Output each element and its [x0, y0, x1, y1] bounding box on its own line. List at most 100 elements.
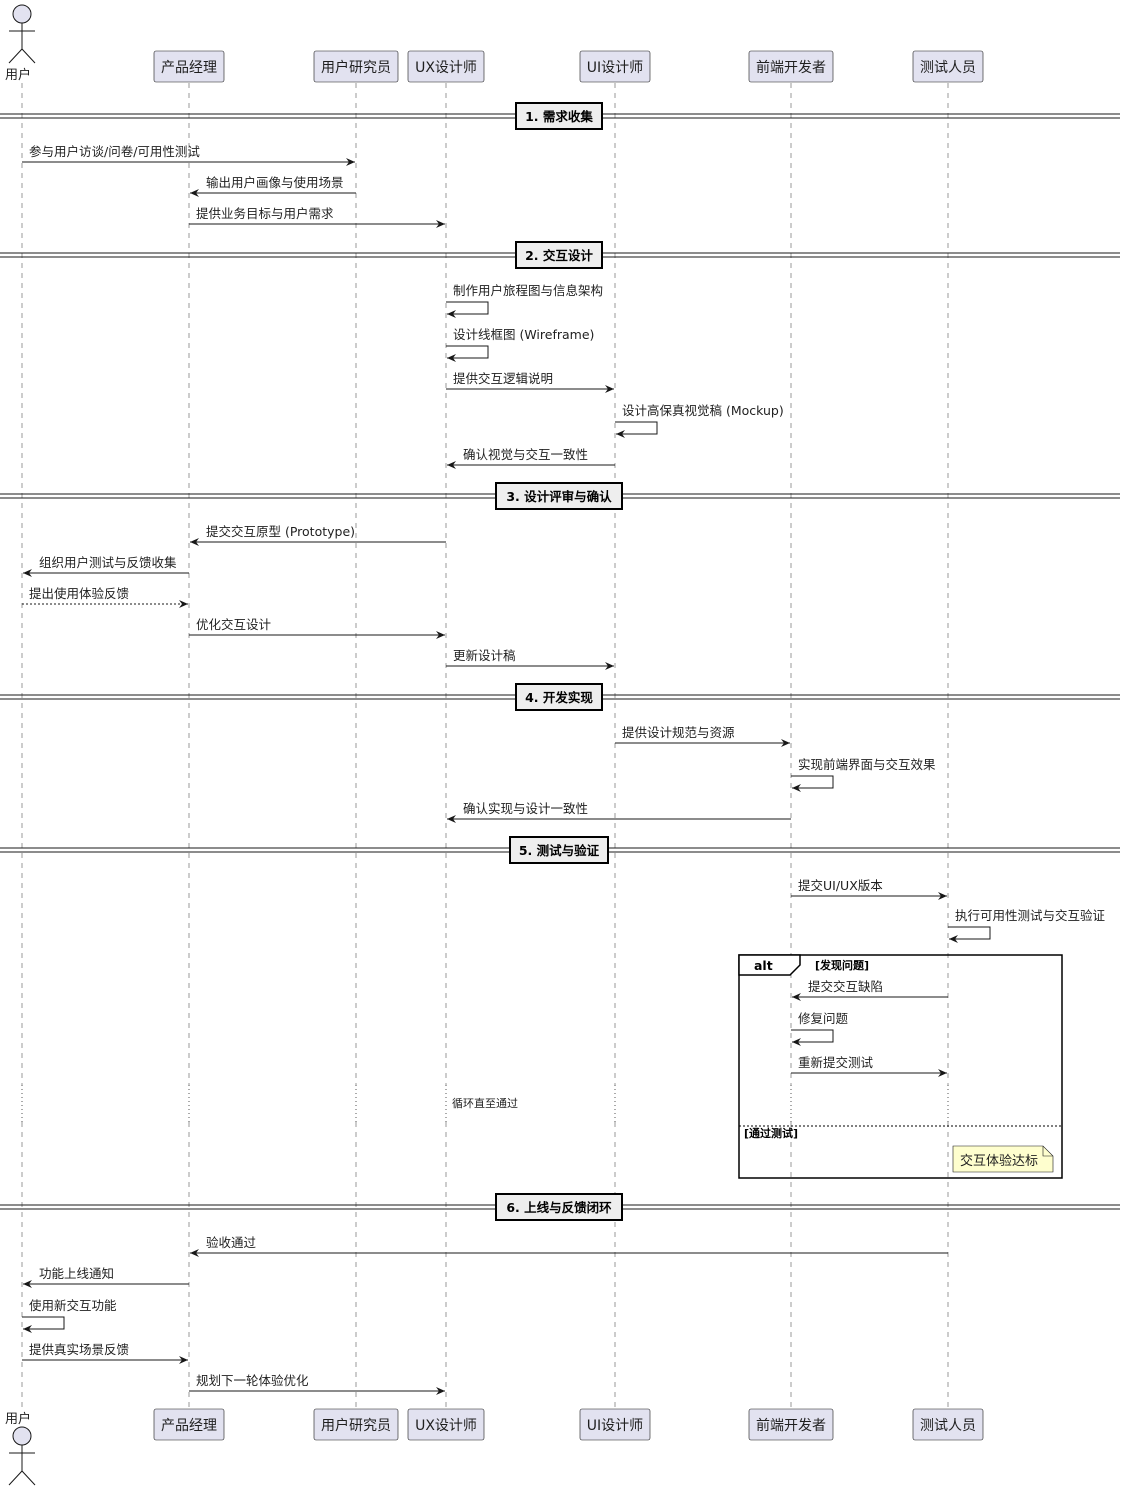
participant-label: UI设计师 — [587, 1418, 643, 1434]
participant-ur: 用户研究员 — [313, 50, 399, 83]
section-divider: 4. 开发实现 — [0, 683, 1120, 711]
message: 执行可用性测试与交互验证 — [948, 908, 1106, 943]
message: 更新设计稿 — [446, 648, 614, 670]
participant-label: 前端开发者 — [756, 59, 826, 76]
message: 设计线框图 (Wireframe) — [446, 327, 594, 362]
participant-box — [912, 1408, 984, 1441]
message: 组织用户测试与反馈收集 — [23, 555, 189, 577]
message: 确认视觉与交互一致性 — [447, 447, 615, 469]
divider-box — [515, 241, 603, 269]
message-label: 更新设计稿 — [453, 648, 516, 663]
message-label: 制作用户旅程图与信息架构 — [453, 283, 603, 298]
section-divider: 5. 测试与验证 — [0, 836, 1120, 864]
message-label: 优化交互设计 — [196, 617, 271, 632]
self-message-arrow — [791, 1029, 834, 1046]
message-label: 确认视觉与交互一致性 — [463, 447, 588, 462]
message-label: 提供业务目标与用户需求 — [196, 206, 334, 221]
message: 设计高保真视觉稿 (Mockup) — [615, 403, 784, 438]
section-divider: 3. 设计评审与确认 — [0, 482, 1120, 510]
participant-pm: 产品经理 — [153, 50, 225, 83]
actor-user: 用户 — [5, 1411, 36, 1486]
section-divider: 2. 交互设计 — [0, 241, 1120, 269]
participant-label: 用户研究员 — [321, 1417, 391, 1434]
participant-label: UX设计师 — [415, 60, 477, 76]
participant-label: UX设计师 — [415, 1418, 477, 1434]
message: 功能上线通知 — [23, 1266, 189, 1288]
participant-box — [153, 1408, 225, 1441]
divider-label: 2. 交互设计 — [525, 248, 593, 263]
participant-ux: UX设计师 — [407, 1408, 485, 1441]
participant-label: 测试人员 — [920, 1418, 976, 1434]
participant-pm: 产品经理 — [153, 1408, 225, 1441]
note: 交互体验达标 — [952, 1145, 1054, 1173]
divider-label: 6. 上线与反馈闭环 — [506, 1200, 612, 1215]
participant-ui: UI设计师 — [579, 50, 651, 83]
message: 重新提交测试 — [791, 1055, 947, 1077]
participant-box — [748, 50, 834, 83]
participant-label: 用户研究员 — [321, 59, 391, 76]
participant-label: 产品经理 — [161, 1418, 217, 1434]
actor-icon — [12, 1426, 32, 1446]
divider-label: 1. 需求收集 — [525, 109, 593, 124]
divider-label: 4. 开发实现 — [525, 690, 593, 705]
divider-box — [515, 683, 603, 711]
actor-user: 用户 — [5, 4, 36, 83]
message: 验收通过 — [190, 1235, 948, 1257]
section-divider: 1. 需求收集 — [0, 102, 1120, 130]
message-label: 验收通过 — [206, 1235, 257, 1250]
participant-box — [912, 50, 984, 83]
participant-box — [407, 1408, 485, 1441]
self-message-arrow — [446, 301, 489, 318]
message-label: 设计高保真视觉稿 (Mockup) — [622, 403, 784, 418]
delay-label: 循环直至通过 — [452, 1096, 518, 1110]
alt-guard: [发现问题] — [815, 958, 869, 972]
message-label: 确认实现与设计一致性 — [463, 801, 588, 816]
divider-box — [515, 102, 603, 130]
message-label: 提交交互原型 (Prototype) — [206, 524, 355, 539]
self-message-arrow — [615, 421, 658, 438]
participant-ur: 用户研究员 — [313, 1408, 399, 1441]
participant-qa: 测试人员 — [912, 50, 984, 83]
note-text: 交互体验达标 — [960, 1153, 1038, 1169]
participant-box — [579, 1408, 651, 1441]
divider-label: 3. 设计评审与确认 — [506, 489, 612, 504]
self-message-arrow — [948, 926, 991, 943]
message-label: 提交UI/UX版本 — [798, 878, 883, 893]
message-label: 规划下一轮体验优化 — [196, 1373, 309, 1388]
message-label: 功能上线通知 — [39, 1266, 114, 1281]
participant-qa: 测试人员 — [912, 1408, 984, 1441]
participant-box — [407, 50, 485, 83]
participant-box — [313, 50, 399, 83]
message: 提出使用体验反馈 — [22, 586, 188, 608]
participant-label: 用户 — [5, 1411, 31, 1427]
self-message-arrow — [446, 345, 489, 362]
message-label: 使用新交互功能 — [29, 1298, 117, 1313]
participant-label: 前端开发者 — [756, 1417, 826, 1434]
message: 提供设计规范与资源 — [615, 725, 790, 747]
participant-ux: UX设计师 — [407, 50, 485, 83]
message: 提供真实场景反馈 — [22, 1342, 188, 1364]
alt-frame — [738, 954, 1063, 1179]
message-label: 提交交互缺陷 — [808, 979, 883, 994]
participant-label: 产品经理 — [161, 60, 217, 76]
divider-box — [495, 1193, 623, 1221]
message: 参与用户访谈/问卷/可用性测试 — [22, 144, 355, 166]
message: 提交UI/UX版本 — [791, 878, 947, 900]
participant-fe: 前端开发者 — [748, 1408, 834, 1441]
message-label: 输出用户画像与使用场景 — [206, 175, 344, 190]
alt-fragment: alt[发现问题][通过测试]交互体验达标 — [738, 954, 1063, 1179]
participant-box — [313, 1408, 399, 1441]
message: 提交交互原型 (Prototype) — [190, 524, 446, 546]
message-label: 组织用户测试与反馈收集 — [39, 555, 177, 570]
message-label: 重新提交测试 — [798, 1055, 874, 1070]
message-label: 实现前端界面与交互效果 — [798, 757, 936, 772]
divider-box — [495, 482, 623, 510]
participant-box — [748, 1408, 834, 1441]
message: 使用新交互功能 — [22, 1298, 117, 1333]
participant-fe: 前端开发者 — [748, 50, 834, 83]
message: 输出用户画像与使用场景 — [190, 175, 356, 197]
message: 提供交互逻辑说明 — [446, 371, 614, 393]
message-label: 设计线框图 (Wireframe) — [453, 327, 594, 342]
participant-label: 测试人员 — [920, 60, 976, 76]
